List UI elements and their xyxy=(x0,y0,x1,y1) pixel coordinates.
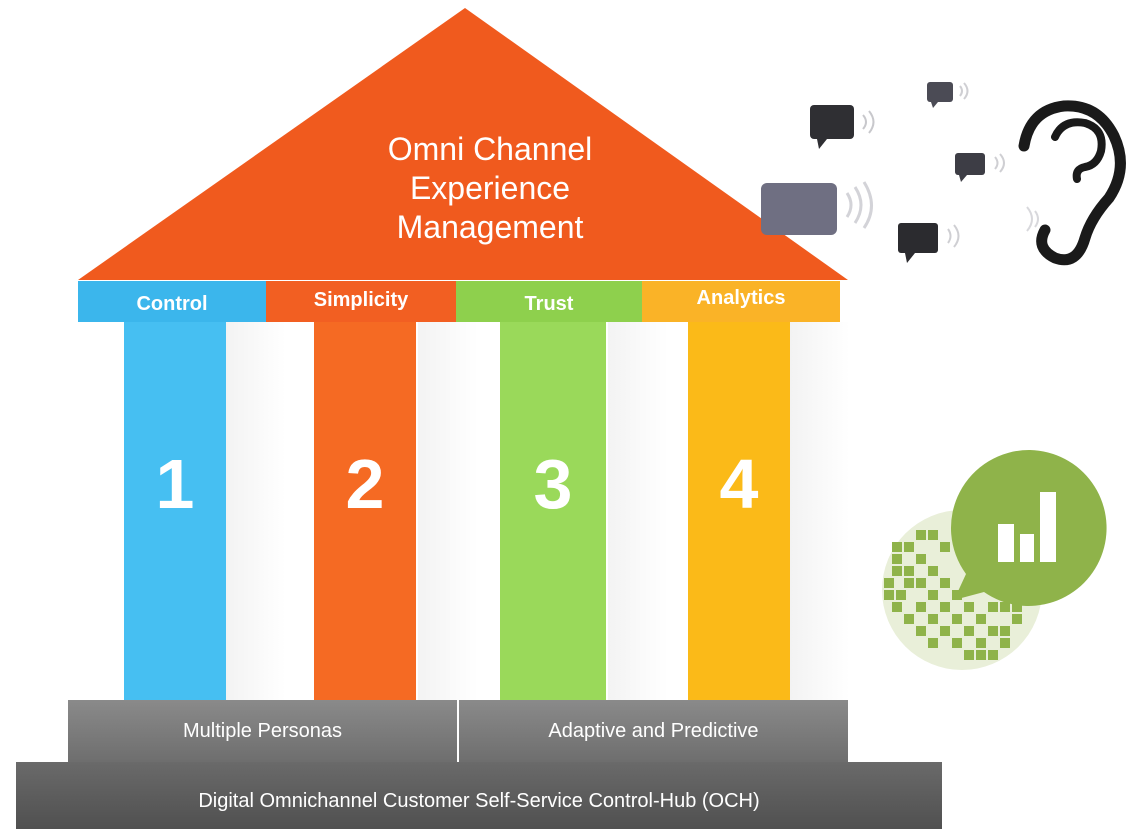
pillar-4: 4 xyxy=(688,322,790,700)
pillar-shade-4 xyxy=(790,322,850,700)
speech-bubble-1 xyxy=(810,105,875,149)
pillar-shade-1 xyxy=(226,322,286,700)
roof-title-line-2: Experience xyxy=(409,170,571,206)
roof-title-line-3: Management xyxy=(396,209,584,245)
pillar-2-number: 2 xyxy=(345,445,385,523)
pillar-shade-2 xyxy=(418,322,478,700)
band-trust-label: Trust xyxy=(524,293,574,315)
pillar-4-number: 4 xyxy=(719,445,759,523)
band-control-label: Control xyxy=(136,293,208,315)
base-adaptive-predictive: Adaptive and Predictive xyxy=(459,700,848,762)
base-och-label: Digital Omnichannel Customer Self-Servic… xyxy=(198,790,760,812)
roof-triangle xyxy=(78,8,848,280)
band-analytics: Analytics xyxy=(642,281,840,322)
roof-title: Omni Channel Experience Management xyxy=(290,130,690,247)
roof xyxy=(78,8,848,280)
band-analytics-label: Analytics xyxy=(696,287,786,309)
speech-bubbles-icon xyxy=(761,82,1126,266)
base-adaptive-predictive-label: Adaptive and Predictive xyxy=(548,720,759,742)
speech-bubble-3 xyxy=(955,153,1005,182)
roof-title-line-1: Omni Channel xyxy=(387,131,593,167)
pillar-shade-3 xyxy=(608,322,668,700)
ear-icon xyxy=(1018,100,1126,266)
base-och: Digital Omnichannel Customer Self-Servic… xyxy=(16,762,942,829)
pillar-1: 1 xyxy=(124,322,226,700)
pillar-2: 2 xyxy=(314,322,416,700)
speech-bubble-2 xyxy=(927,82,969,108)
speech-bubble-5 xyxy=(898,223,960,263)
base-multiple-personas: Multiple Personas xyxy=(68,700,457,762)
band-simplicity-label: Simplicity xyxy=(313,289,409,311)
pillar-3: 3 xyxy=(500,322,606,700)
base-multiple-personas-label: Multiple Personas xyxy=(183,720,342,742)
analytics-chart-icon xyxy=(882,449,1107,670)
band-control: Control xyxy=(78,281,266,322)
pillar-1-number: 1 xyxy=(155,445,195,523)
speech-bubble-4 xyxy=(761,181,873,235)
pillar-3-number: 3 xyxy=(533,445,573,523)
band-simplicity: Simplicity xyxy=(266,281,456,322)
chart-bubble-icon xyxy=(950,449,1107,606)
band-trust: Trust xyxy=(456,281,642,322)
